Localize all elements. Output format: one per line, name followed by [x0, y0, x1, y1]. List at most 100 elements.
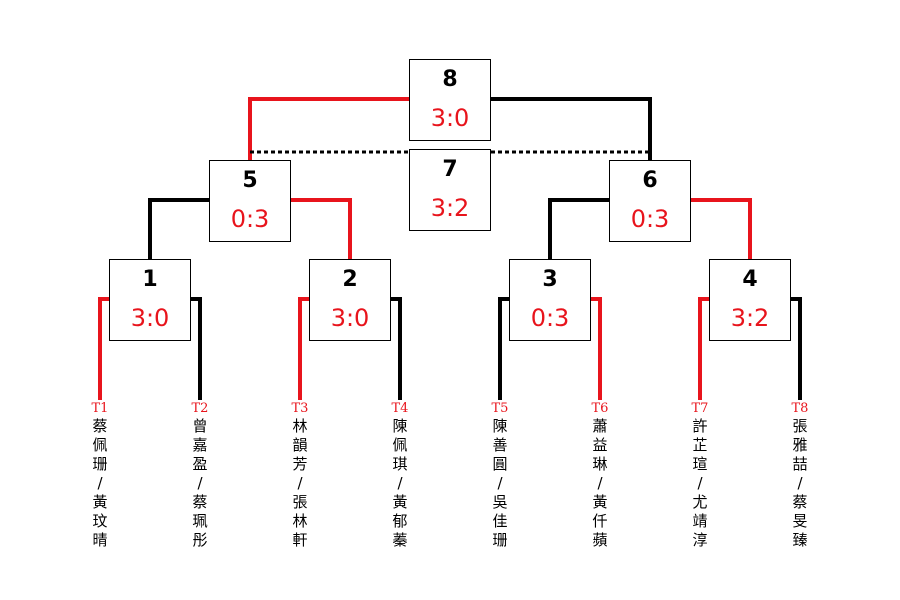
team-name-char: 郁	[392, 512, 408, 530]
team-name-char: 益	[592, 436, 608, 454]
team-name-char: 張	[292, 493, 308, 511]
match-number: 7	[442, 157, 458, 182]
team-name-char: 仟	[592, 512, 608, 530]
team-name-char: /	[697, 474, 703, 492]
team-code: T7	[691, 401, 709, 416]
bracket-line-m4-to-m6	[691, 198, 752, 260]
team-entry-t3: T3 林韻芳/張林軒	[285, 401, 315, 550]
team-name-char: 芷	[692, 436, 708, 454]
team-name-char: 黃	[392, 493, 408, 511]
team-name-char: 臻	[792, 531, 808, 549]
team-name-char: 蓁	[392, 531, 408, 549]
team-name: 陳善圓/吳佳珊	[485, 417, 515, 550]
team-name-char: /	[297, 474, 303, 492]
team-name-char: 林	[292, 512, 308, 530]
team-name-char: 珮	[192, 512, 208, 530]
match-number: 5	[242, 168, 258, 193]
team-name-char: 芳	[292, 455, 308, 473]
match-box-4: 4 3:2	[709, 259, 791, 341]
bracket-line-t8	[791, 297, 802, 400]
team-name-char: 陳	[392, 417, 408, 435]
team-code: T4	[391, 401, 409, 416]
team-name-char: 黃	[92, 493, 108, 511]
match-box-6: 6 0:3	[609, 160, 691, 242]
team-name-char: 淳	[692, 531, 708, 549]
team-name-char: 黃	[592, 493, 608, 511]
team-name-char: 吳	[492, 493, 508, 511]
team-code: T1	[91, 401, 109, 416]
team-name-char: 琳	[592, 455, 608, 473]
bracket-line-m6-to-m8	[491, 97, 652, 160]
team-name-char: 靖	[692, 512, 708, 530]
team-entry-t6: T6 蕭益琳/黃仟蘋	[585, 401, 615, 550]
match-score: 3:2	[730, 304, 770, 332]
team-name-char: 佩	[92, 436, 108, 454]
match-box-8: 8 3:0	[409, 59, 491, 141]
match-number: 6	[642, 168, 658, 193]
team-name-char: 晴	[92, 531, 108, 549]
match-score: 3:0	[330, 304, 370, 332]
bracket-line-t7	[698, 297, 709, 400]
team-name-char: /	[397, 474, 403, 492]
team-name: 蔡佩珊/黃玟晴	[85, 417, 115, 550]
team-name: 蕭益琳/黃仟蘋	[585, 417, 615, 550]
team-name-char: 曾	[192, 417, 208, 435]
team-name-char: 陳	[492, 417, 508, 435]
team-name-char: /	[97, 474, 103, 492]
bracket-line-t5	[498, 297, 509, 400]
team-entry-t8: T8 張雅喆/蔡旻臻	[785, 401, 815, 550]
match-box-7: 7 3:2	[409, 149, 491, 231]
team-name: 曾嘉盈/蔡珮彤	[185, 417, 215, 550]
bracket-line-m2-to-m5	[291, 198, 352, 260]
team-name-char: 張	[792, 417, 808, 435]
team-name: 張雅喆/蔡旻臻	[785, 417, 815, 550]
team-entry-t2: T2 曾嘉盈/蔡珮彤	[185, 401, 215, 550]
team-name-char: 蔡	[792, 493, 808, 511]
team-name-char: 蕭	[592, 417, 608, 435]
team-code: T3	[291, 401, 309, 416]
match-box-2: 2 3:0	[309, 259, 391, 341]
match-number: 8	[442, 67, 458, 92]
team-entry-t7: T7 許芷瑄/尤靖淳	[685, 401, 715, 550]
team-name-char: 軒	[292, 531, 308, 549]
bracket-line-t2	[191, 297, 202, 400]
match-number: 1	[142, 267, 158, 292]
team-name-char: 林	[292, 417, 308, 435]
match-box-1: 1 3:0	[109, 259, 191, 341]
bracket-line-t1	[98, 297, 109, 400]
team-name-char: 珊	[92, 455, 108, 473]
team-name-char: 嘉	[192, 436, 208, 454]
match-box-3: 3 0:3	[509, 259, 591, 341]
team-code: T2	[191, 401, 209, 416]
match-score: 3:0	[430, 104, 470, 132]
team-name-char: 許	[692, 417, 708, 435]
match-score: 0:3	[230, 205, 270, 233]
match-score: 0:3	[630, 205, 670, 233]
team-entry-t1: T1 蔡佩珊/黃玟晴	[85, 401, 115, 550]
team-name-char: /	[797, 474, 803, 492]
team-name-char: 旻	[792, 512, 808, 530]
team-name-char: 善	[492, 436, 508, 454]
team-name-char: /	[497, 474, 503, 492]
match-score: 0:3	[530, 304, 570, 332]
match-number: 4	[742, 267, 758, 292]
match-score: 3:0	[130, 304, 170, 332]
match-number: 2	[342, 267, 358, 292]
team-name-char: 瑄	[692, 455, 708, 473]
team-name-char: 蘋	[592, 531, 608, 549]
team-name-char: 彤	[192, 531, 208, 549]
team-code: T5	[491, 401, 509, 416]
team-name-char: 圓	[492, 455, 508, 473]
team-name-char: 盈	[192, 455, 208, 473]
match-box-5: 5 0:3	[209, 160, 291, 242]
team-name-char: 佳	[492, 512, 508, 530]
team-name-char: 雅	[792, 436, 808, 454]
team-name-char: 尤	[692, 493, 708, 511]
bracket-line-m3-to-m6	[548, 198, 609, 260]
team-name-char: 琪	[392, 455, 408, 473]
team-name-char: 珊	[492, 531, 508, 549]
bracket-line-t6	[591, 297, 602, 400]
team-name: 陳佩琪/黃郁蓁	[385, 417, 415, 550]
bracket-line-t4	[391, 297, 402, 400]
